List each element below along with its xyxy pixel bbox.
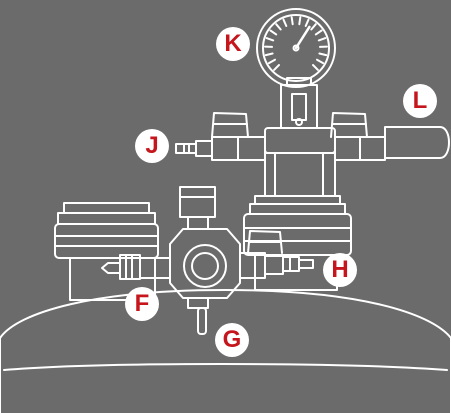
label-f-text: F — [134, 290, 150, 317]
left-fitting-f — [101, 254, 171, 280]
tank-seam — [3, 363, 448, 371]
gauge-needle — [294, 25, 311, 50]
label-k-text: K — [224, 30, 242, 57]
gauge-tick — [273, 64, 280, 71]
cylinder-accessory — [384, 126, 450, 159]
label-l: L — [403, 84, 437, 118]
drain-fitting-g — [197, 307, 207, 335]
gauge-tick — [265, 37, 275, 42]
label-h: H — [323, 253, 357, 287]
gauge-tick — [267, 58, 276, 65]
right-fitting-h — [239, 230, 314, 279]
gauge-tick — [282, 18, 288, 27]
gauge-tick — [317, 37, 327, 42]
gauge-tick — [275, 23, 282, 31]
gauge-tick — [269, 29, 278, 36]
gauge-tick — [314, 29, 323, 36]
gauge-tick — [310, 23, 317, 31]
label-j: J — [135, 129, 169, 163]
gauge-tick — [318, 52, 328, 57]
left-valve-handle — [211, 112, 249, 138]
left-valve-j — [175, 112, 266, 161]
label-g-text: G — [222, 326, 242, 353]
gauge-tick — [298, 16, 302, 26]
gauge-tick — [312, 64, 319, 71]
gauge-tick — [264, 52, 274, 57]
label-h-text: H — [331, 256, 349, 283]
right-valve-l — [330, 112, 450, 161]
label-l-text: L — [412, 87, 428, 114]
label-f: F — [125, 287, 159, 321]
label-k: K — [216, 27, 250, 61]
gauge-tick — [304, 18, 310, 27]
right-valve-handle — [330, 112, 368, 138]
label-j-text: J — [145, 132, 159, 159]
label-g: G — [215, 323, 249, 357]
gauge-tick — [290, 16, 294, 26]
gauge-ticks — [264, 16, 328, 71]
manifold-block — [169, 186, 241, 335]
pressure-gauge — [256, 8, 336, 88]
tank-body — [0, 289, 451, 413]
left-port-fitting — [54, 202, 159, 301]
regulator-column — [264, 77, 336, 197]
gauge-tick — [316, 58, 325, 65]
